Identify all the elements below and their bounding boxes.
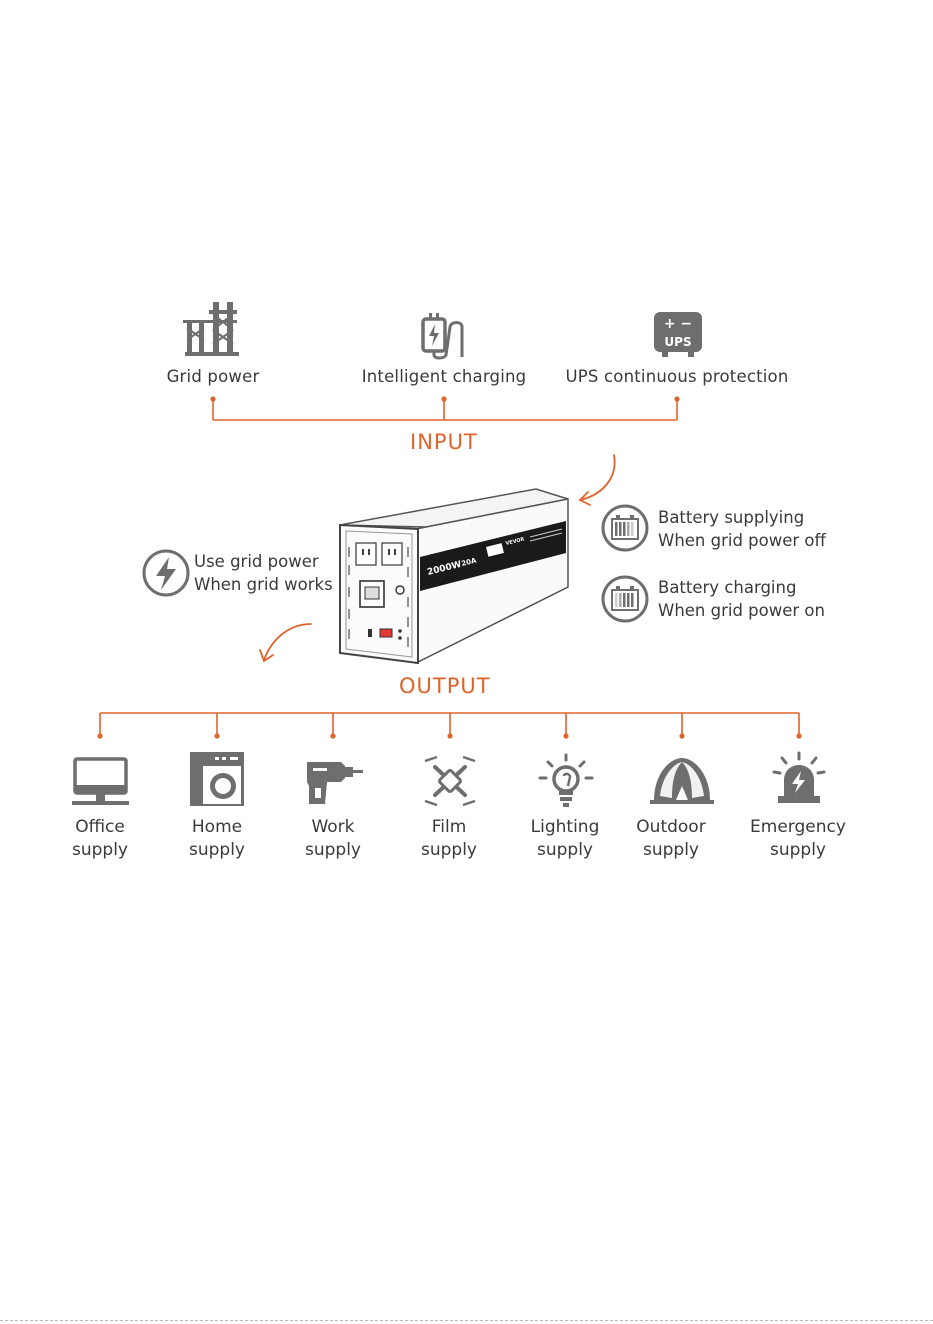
monitor-icon (72, 757, 129, 807)
light-bulb-icon (540, 754, 592, 808)
battery-supplying-text: Battery supplying When grid power off (658, 506, 826, 552)
battery-supplying-line1: Battery supplying (658, 506, 826, 529)
washing-machine-icon (190, 752, 244, 806)
output-heading: OUTPUT (399, 674, 491, 698)
power-drill-icon (305, 756, 363, 806)
ups-badge-text: UPS (664, 335, 691, 349)
input-label-intelligent-charging: Intelligent charging (344, 367, 544, 386)
output-label-home: Home supply (162, 816, 272, 862)
output-label-home-line2: supply (162, 839, 272, 862)
output-label-home-line1: Home (162, 816, 272, 839)
output-label-work-line1: Work (278, 816, 388, 839)
tent-icon (650, 756, 714, 806)
input-label-ups-protection: UPS continuous protection (557, 367, 797, 386)
battery-supplying-line2: When grid power off (658, 529, 826, 552)
inverter-device: 2000W 20A VEVOR (336, 487, 571, 667)
ups-terminals-text: + − (664, 316, 692, 332)
grid-mode-line2: When grid works (194, 573, 333, 596)
output-label-work: Work supply (278, 816, 388, 862)
battery-charging-icon (601, 575, 649, 623)
output-label-emergency: Emergency supply (743, 816, 853, 862)
battery-discharging-icon (601, 504, 649, 552)
output-label-outdoor-line2: supply (616, 839, 726, 862)
drone-icon (423, 755, 477, 807)
ups-icon: + − UPS (653, 311, 703, 357)
output-label-emergency-line2: supply (743, 839, 853, 862)
output-label-film-line1: Film (394, 816, 504, 839)
grid-mode-text: Use grid power When grid works (194, 550, 333, 596)
output-label-lighting-line2: supply (510, 839, 620, 862)
output-label-film-line2: supply (394, 839, 504, 862)
output-label-outdoor-line1: Outdoor (616, 816, 726, 839)
charging-plug-icon (420, 311, 470, 359)
output-label-outdoor: Outdoor supply (616, 816, 726, 862)
battery-charging-line1: Battery charging (658, 576, 825, 599)
output-label-office: Office supply (45, 816, 155, 862)
input-label-grid-power: Grid power (153, 367, 273, 386)
output-label-emergency-line1: Emergency (743, 816, 853, 839)
grid-mode-line1: Use grid power (194, 550, 333, 573)
output-label-office-line2: supply (45, 839, 155, 862)
lightning-icon (142, 549, 190, 597)
output-label-lighting: Lighting supply (510, 816, 620, 862)
power-tower-icon (183, 300, 241, 358)
output-label-lighting-line1: Lighting (510, 816, 620, 839)
alarm-siren-icon (772, 752, 826, 806)
output-label-work-line2: supply (278, 839, 388, 862)
battery-charging-text: Battery charging When grid power on (658, 576, 825, 622)
input-heading: INPUT (410, 430, 478, 454)
output-label-film: Film supply (394, 816, 504, 862)
page-bottom-rule (0, 1320, 933, 1321)
output-label-office-line1: Office (45, 816, 155, 839)
battery-charging-line2: When grid power on (658, 599, 825, 622)
